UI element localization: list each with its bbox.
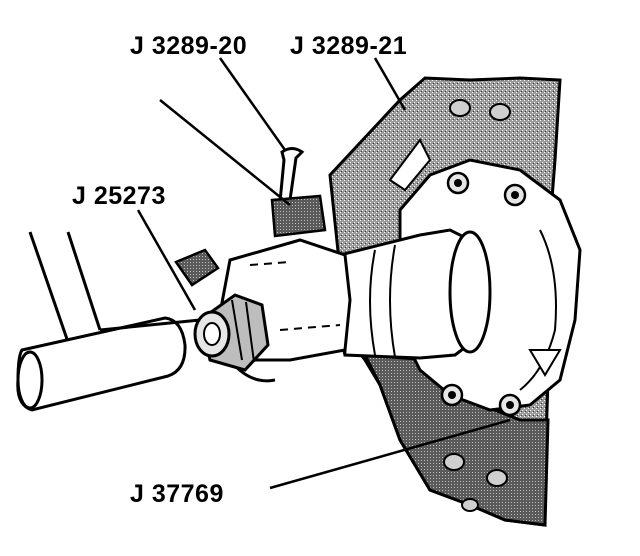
leader-j3289-21	[373, 57, 407, 111]
axle-housing	[336, 228, 492, 360]
leader-long-diagonal	[159, 99, 291, 206]
lug-bolts	[440, 171, 527, 417]
slide-hammer-handle	[16, 231, 201, 412]
leader-lines	[136, 57, 511, 490]
callout-j37769: J 37769	[130, 480, 224, 508]
clamp-block	[174, 248, 220, 287]
knurled-nut	[193, 293, 270, 372]
leader-j37769	[269, 418, 511, 490]
callout-j25273: J 25273	[72, 182, 166, 210]
callout-j3289-21: J 3289-21	[290, 32, 408, 60]
t-handle-bolt	[270, 147, 327, 238]
leader-j25273	[136, 209, 197, 311]
callout-j3289-20: J 3289-20	[130, 32, 248, 60]
leader-j3289-20	[218, 57, 287, 151]
